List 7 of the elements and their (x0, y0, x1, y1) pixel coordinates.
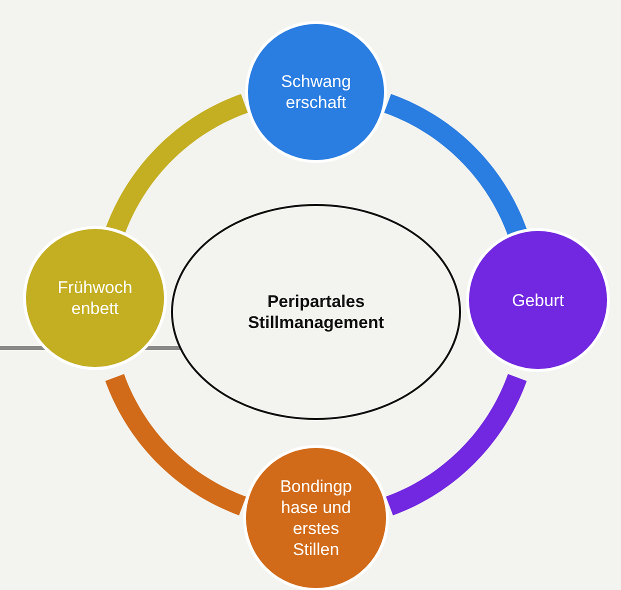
node-label: Frühwoch enbett (56, 277, 134, 319)
node-label: Schwang erschaft (280, 71, 352, 113)
node-label: Bondingp hase und erstes Stillen (279, 476, 353, 560)
ring-arc (384, 372, 527, 516)
node-label: Peripartales Stillmanagement (246, 291, 386, 333)
ring-arc (105, 372, 248, 516)
node-label: Geburt (511, 290, 565, 310)
